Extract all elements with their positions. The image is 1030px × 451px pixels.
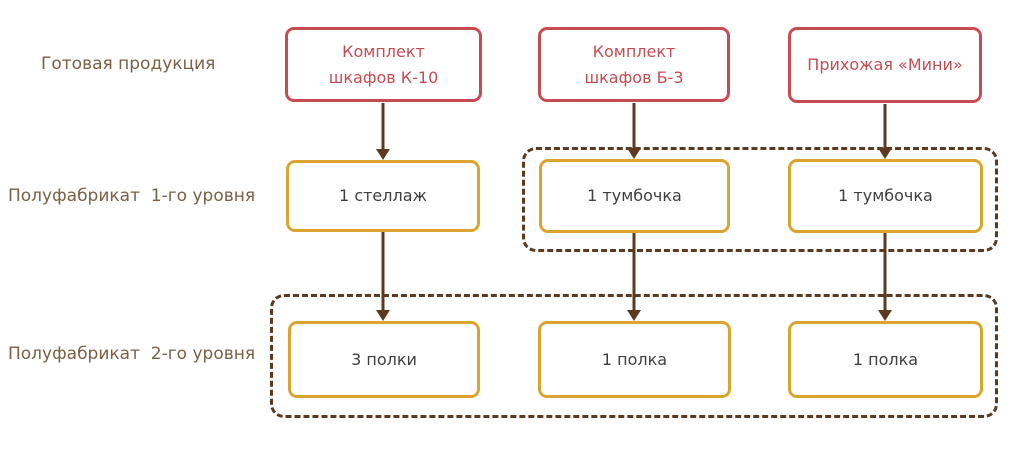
arrow-down-nightstand-to-shelf	[627, 233, 641, 321]
arrow-down-rack-to-shelves	[376, 232, 390, 321]
component-box-nightstand-1: 1 тумбочка	[539, 159, 730, 233]
component-box-shelf-2: 1 полка	[788, 321, 983, 398]
arrow-down-mini-to-nightstand	[878, 104, 892, 159]
arrow-head-icon	[376, 310, 390, 321]
row-label-semifinished-level1: Полуфабрикат 1-го уровня	[8, 186, 256, 206]
product-box-k10: Комплект шкафов К-10	[285, 27, 482, 102]
arrow-head-icon	[878, 310, 892, 321]
row-label-semifinished-level2: Полуфабрикат 2-го уровня	[8, 344, 256, 364]
arrow-shaft	[632, 233, 636, 312]
component-box-label: 1 тумбочка	[838, 186, 933, 205]
component-box-label: 3 полки	[351, 349, 417, 369]
product-box-label: Комплект шкафов К-10	[328, 41, 439, 87]
component-box-shelf-1: 1 полка	[538, 321, 731, 398]
arrow-down-k10-to-rack	[376, 103, 390, 160]
component-box-nightstand-2: 1 тумбочка	[788, 159, 983, 233]
product-box-b3: Комплект шкафов Б-3	[538, 27, 730, 102]
arrow-shaft	[883, 104, 887, 150]
group-frame-level1	[522, 147, 998, 252]
component-box-label: 1 полка	[852, 349, 919, 369]
arrow-head-icon	[376, 149, 390, 160]
arrow-head-icon	[627, 310, 641, 321]
arrow-shaft	[381, 232, 385, 312]
component-box-label: 1 тумбочка	[587, 186, 682, 205]
arrow-shaft	[883, 233, 887, 312]
arrow-down-b3-to-nightstand	[627, 103, 641, 159]
product-box-mini: Прихожая «Мини»	[788, 27, 982, 103]
component-box-label: 1 полка	[601, 349, 668, 369]
arrow-head-icon	[627, 148, 641, 159]
arrow-shaft	[381, 103, 385, 151]
arrow-down-nightstand2-to-shelf	[878, 233, 892, 321]
row-label-finished-products: Готовая продукция	[41, 54, 216, 74]
component-box-shelves-3: 3 полки	[288, 321, 480, 398]
arrow-head-icon	[878, 148, 892, 159]
component-box-rack: 1 стеллаж	[286, 160, 480, 232]
product-box-label: Комплект шкафов Б-3	[584, 41, 684, 87]
product-box-label: Прихожая «Мини»	[807, 55, 963, 74]
arrow-shaft	[632, 103, 636, 150]
component-box-label: 1 стеллаж	[339, 186, 427, 205]
